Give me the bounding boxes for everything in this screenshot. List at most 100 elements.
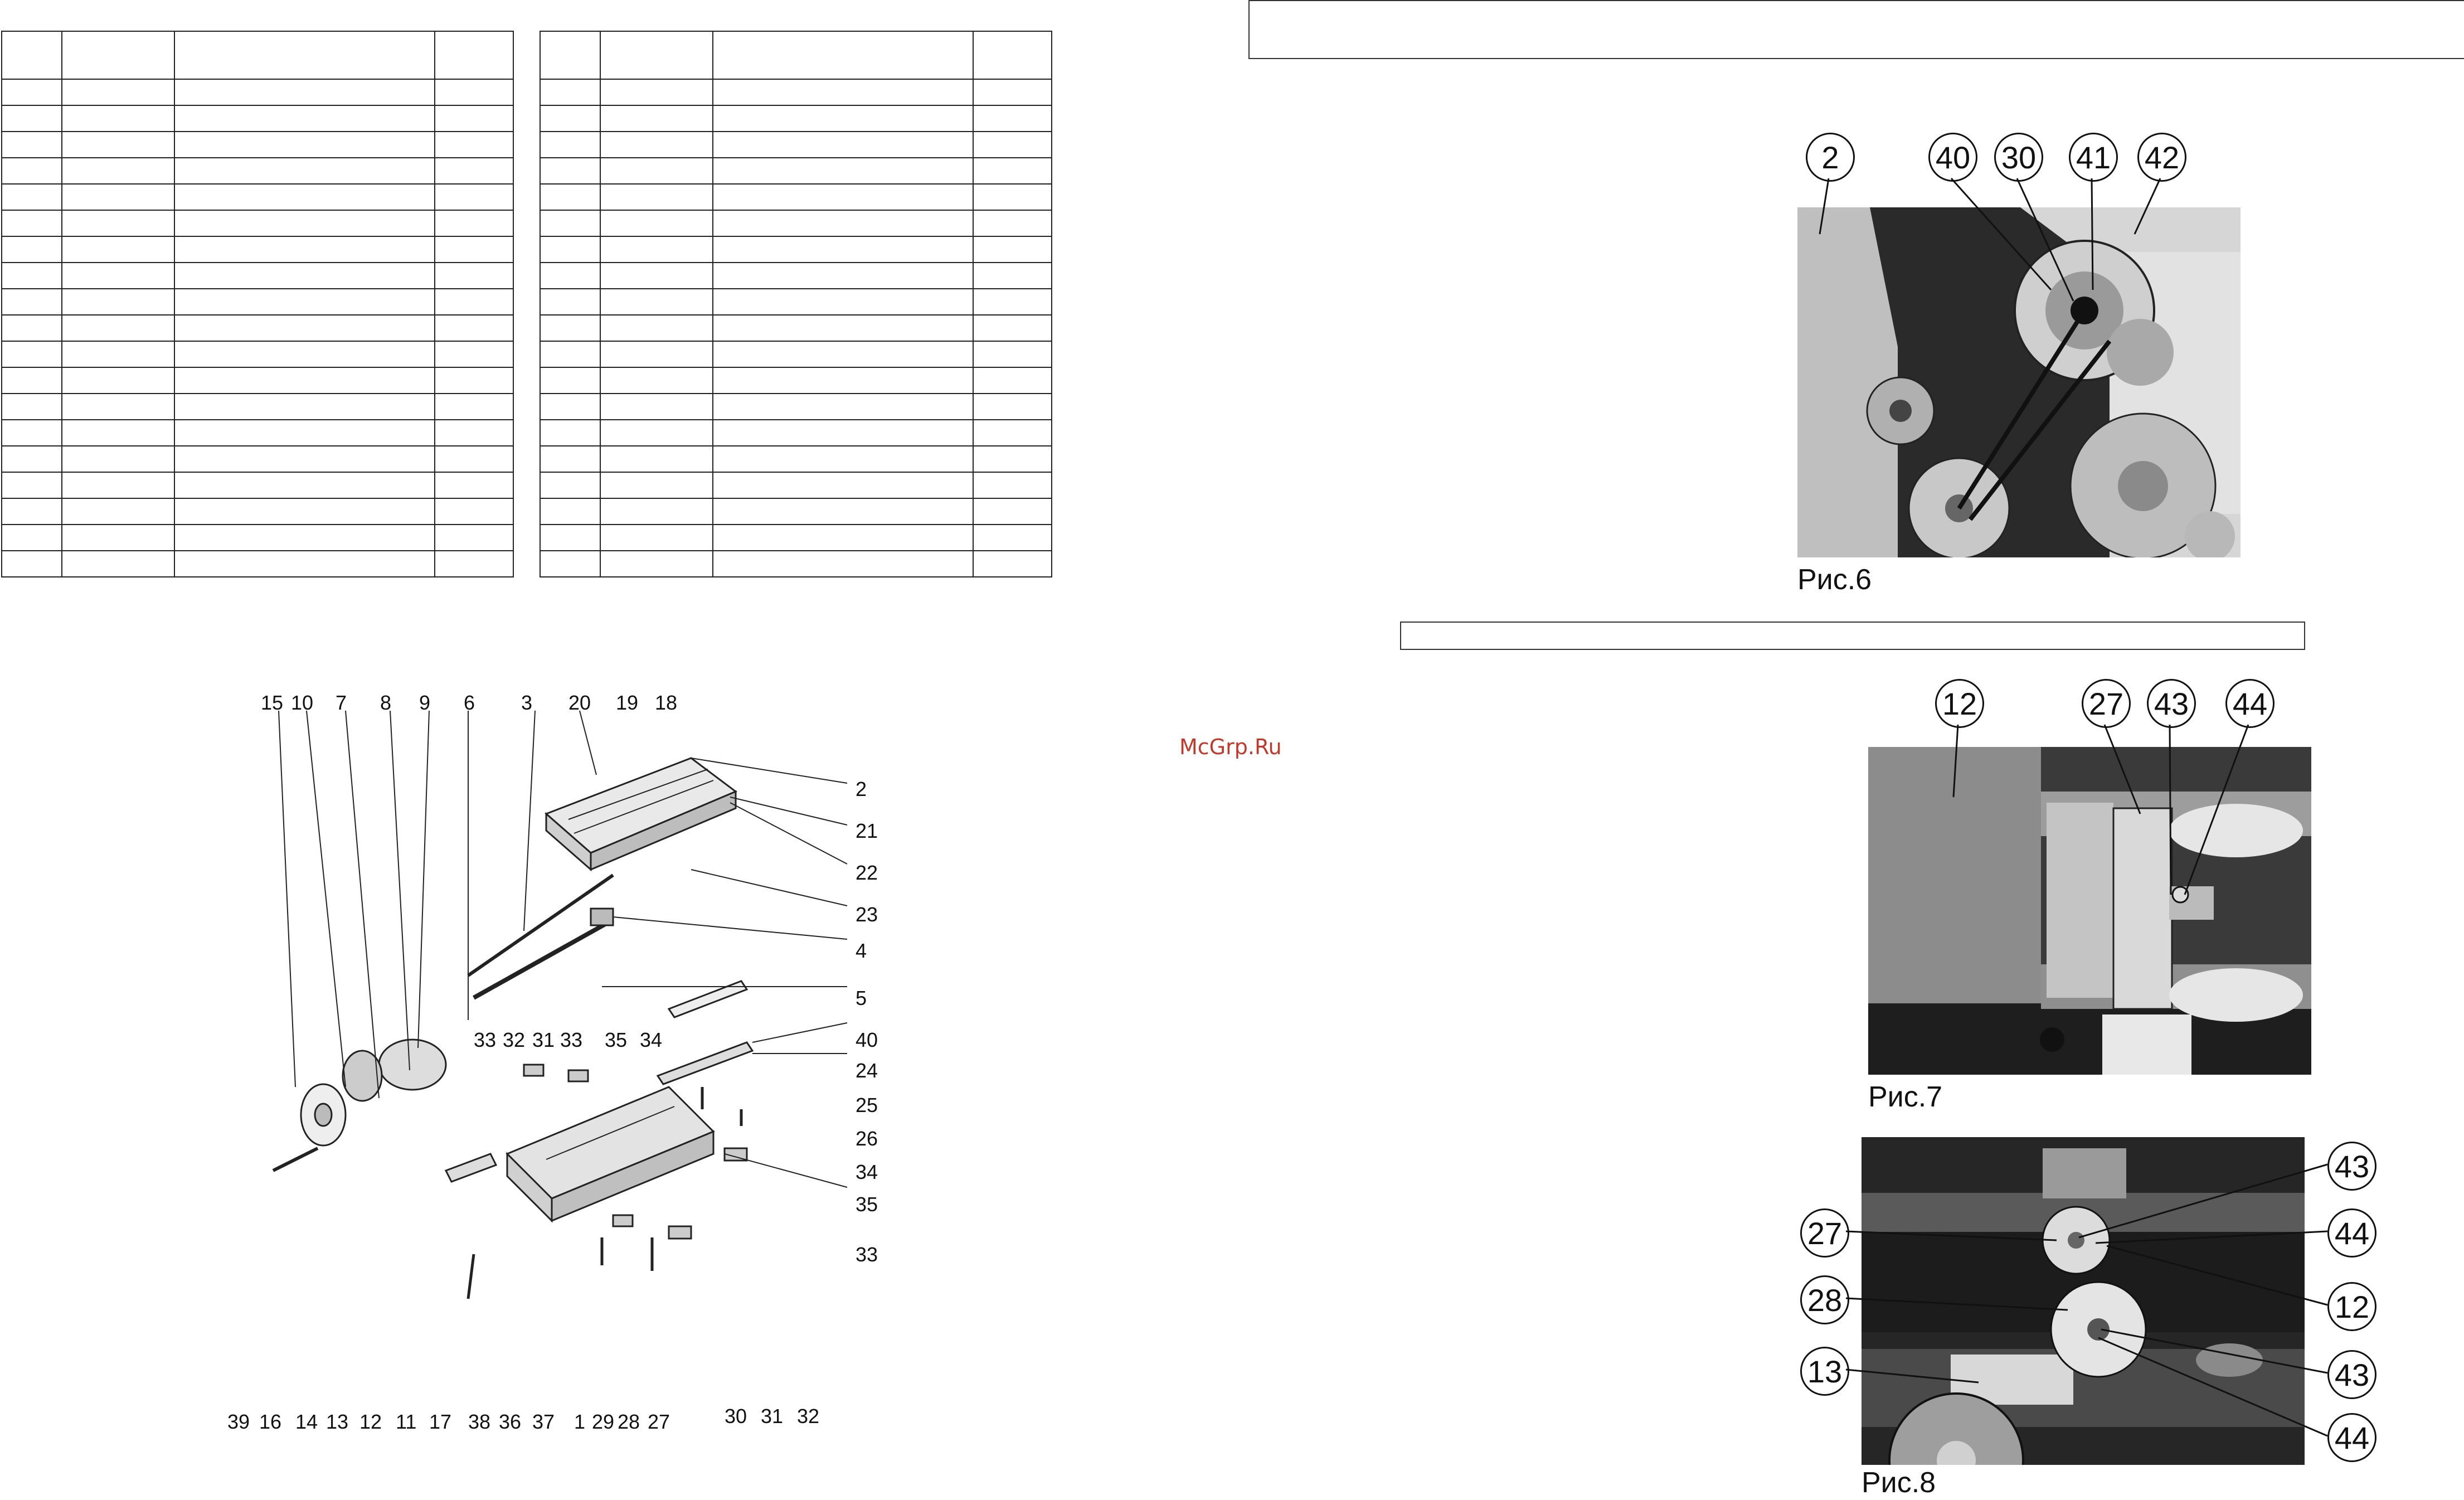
part-number-label: 32 <box>797 1405 820 1428</box>
table-cell <box>973 445 1052 473</box>
part-number-label: 7 <box>336 691 347 714</box>
table-cell <box>434 157 514 185</box>
table-cell <box>434 31 514 80</box>
table-row <box>1 262 514 289</box>
figure7-callout-44: 44 <box>2225 679 2275 728</box>
table-row <box>1 105 514 132</box>
table-cell <box>540 288 601 315</box>
table-row <box>540 210 1052 237</box>
table-cell <box>973 210 1052 237</box>
table-row <box>1 393 514 420</box>
table-cell <box>1 288 62 315</box>
table-cell <box>61 79 175 106</box>
table-cell <box>600 79 713 106</box>
figure6-callout-30: 30 <box>1994 133 2043 182</box>
table-cell <box>712 236 974 263</box>
table-cell <box>600 393 713 420</box>
part-number-label: 30 <box>725 1405 747 1428</box>
table-cell <box>712 288 974 315</box>
part-number-label: 3 <box>521 691 533 714</box>
table-cell <box>1 341 62 368</box>
table-cell <box>540 550 601 577</box>
table-cell <box>61 131 175 158</box>
table-cell <box>712 105 974 132</box>
table-cell <box>1 445 62 473</box>
figure6-callout-42: 42 <box>2137 133 2186 182</box>
table-row <box>540 157 1052 185</box>
table-cell <box>1 262 62 289</box>
table-cell <box>434 367 514 394</box>
parts-table-left-body <box>1 31 514 577</box>
table-cell <box>174 498 435 525</box>
table-cell <box>712 157 974 185</box>
table-row <box>540 262 1052 289</box>
part-number-label: 37 <box>532 1410 555 1433</box>
table-row <box>1 367 514 394</box>
table-row <box>540 367 1052 394</box>
table-cell <box>712 445 974 473</box>
table-cell <box>973 393 1052 420</box>
table-cell <box>600 445 713 473</box>
part-number-label: 15 <box>261 691 284 714</box>
part-number-label: 26 <box>856 1127 878 1150</box>
part-number-label: 12 <box>359 1410 382 1433</box>
table-cell <box>1 367 62 394</box>
part-number-label: 13 <box>326 1410 349 1433</box>
table-cell <box>600 419 713 446</box>
table-cell <box>973 105 1052 132</box>
table-cell <box>174 341 435 368</box>
table-row <box>540 79 1052 106</box>
table-cell <box>61 498 175 525</box>
part-number-label: 5 <box>856 987 867 1009</box>
table-cell <box>434 341 514 368</box>
table-cell <box>540 79 601 106</box>
table-cell <box>712 131 974 158</box>
table-cell <box>1 550 62 577</box>
part-number-label: 38 <box>468 1410 491 1433</box>
table-cell <box>973 31 1052 80</box>
table-cell <box>600 550 713 577</box>
table-cell <box>61 105 175 132</box>
table-cell <box>600 288 713 315</box>
table-cell <box>1 393 62 420</box>
table-cell <box>61 236 175 263</box>
part-number-label: 6 <box>464 691 475 714</box>
table-cell <box>540 105 601 132</box>
table-cell <box>174 183 435 211</box>
table-cell <box>600 131 713 158</box>
part-number-label: 11 <box>396 1410 417 1433</box>
table-row <box>1 288 514 315</box>
table-cell <box>174 262 435 289</box>
figure7-callout-27: 27 <box>2082 679 2131 728</box>
figure8-callout-27: 27 <box>1800 1208 1849 1258</box>
table-row <box>1 79 514 106</box>
table-cell <box>434 472 514 499</box>
plate-24 <box>656 1041 754 1085</box>
table-cell <box>174 131 435 158</box>
table-row <box>1 445 514 473</box>
table-cell <box>61 31 175 80</box>
table-cell <box>1 31 62 80</box>
table-cell <box>600 157 713 185</box>
figure8-photo <box>1862 1137 2305 1465</box>
table-cell <box>712 262 974 289</box>
table-cell <box>434 288 514 315</box>
table-cell <box>600 262 713 289</box>
part-number-label: 17 <box>429 1410 452 1433</box>
table-cell <box>712 341 974 368</box>
part-number-label: 33 <box>856 1243 878 1266</box>
table-row <box>1 341 514 368</box>
table-cell <box>540 31 601 80</box>
part-number-label: 2 <box>856 778 867 800</box>
table-cell <box>174 472 435 499</box>
table-row <box>540 105 1052 132</box>
table-cell <box>712 419 974 446</box>
table-cell <box>174 105 435 132</box>
figure8-callout-44-top: 44 <box>2327 1208 2376 1258</box>
figure6-header-box <box>1248 0 2464 59</box>
table-cell <box>540 498 601 525</box>
table-cell <box>61 472 175 499</box>
